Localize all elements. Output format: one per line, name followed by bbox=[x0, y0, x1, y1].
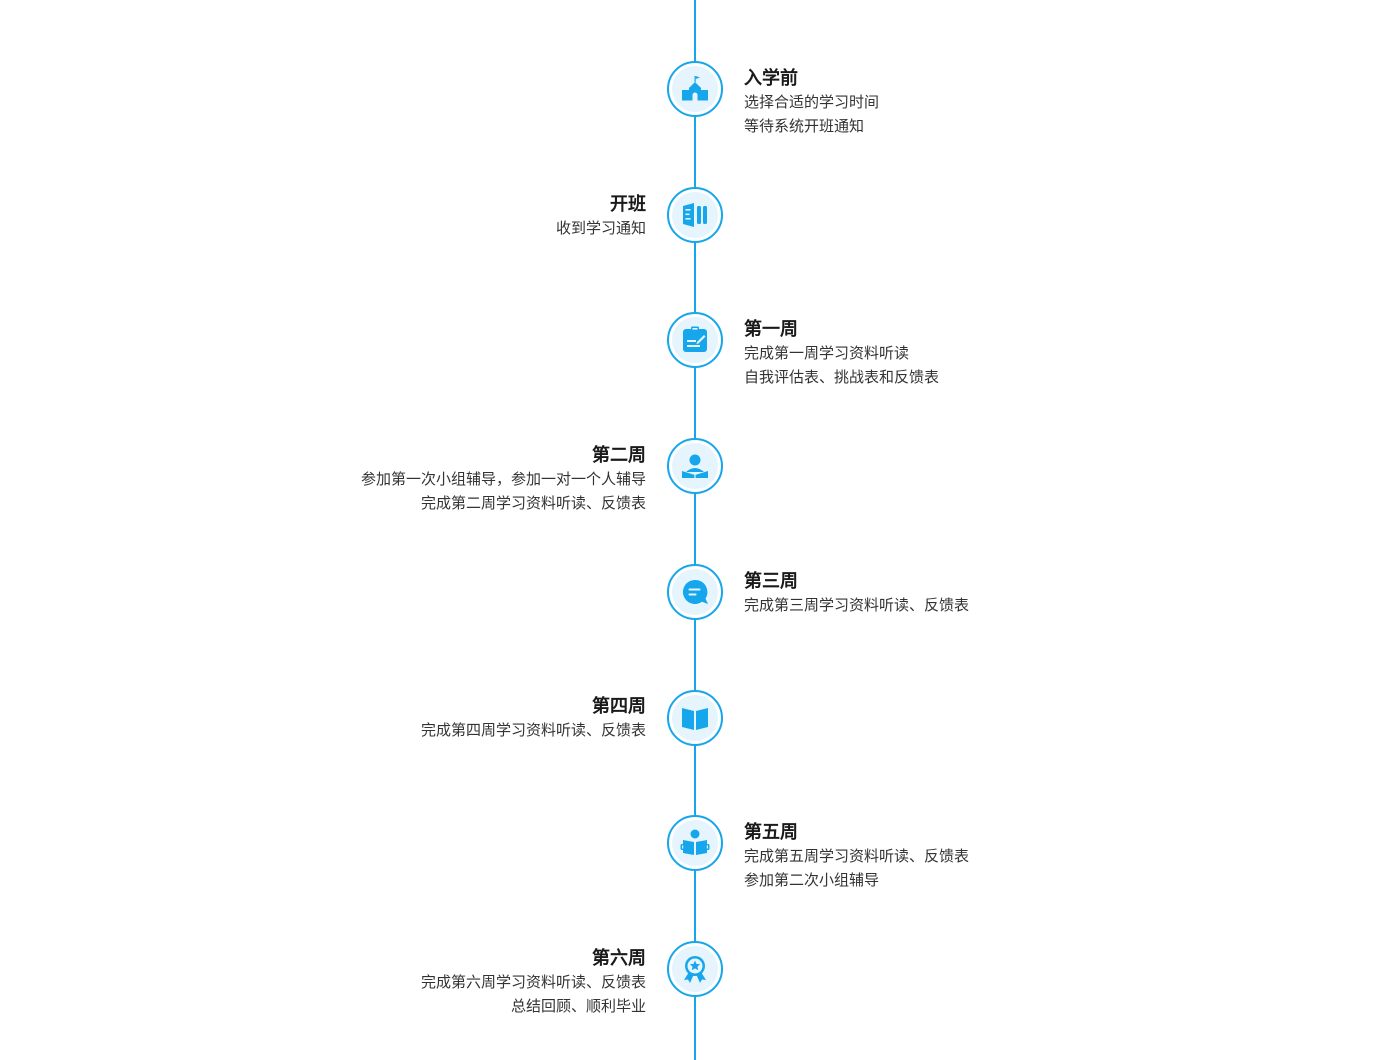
class-open-icon bbox=[683, 203, 707, 227]
chat-bubble-icon bbox=[682, 579, 708, 604]
stage-title: 第四周 bbox=[592, 696, 646, 716]
stage-line: 等待系统开班通知 bbox=[744, 118, 865, 135]
stage-line: 总结回顾、顺利毕业 bbox=[510, 998, 646, 1015]
timeline-node-4 bbox=[667, 564, 723, 620]
stage-line: 完成第六周学习资料听读、反馈表 bbox=[420, 974, 646, 991]
stage-line: 参加第二次小组辅导 bbox=[744, 872, 880, 889]
stage-title: 第二周 bbox=[592, 445, 646, 465]
stage-line: 收到学习通知 bbox=[555, 220, 646, 237]
stage-line: 自我评估表、挑战表和反馈表 bbox=[744, 369, 940, 386]
timeline-node-5 bbox=[667, 690, 723, 746]
stage-line: 完成第四周学习资料听读、反馈表 bbox=[420, 722, 646, 739]
timeline-node-3 bbox=[667, 438, 723, 494]
tutor-icon bbox=[682, 454, 708, 478]
stage-line: 完成第三周学习资料听读、反馈表 bbox=[744, 597, 970, 614]
stage-title: 入学前 bbox=[744, 68, 798, 88]
timeline-node-1 bbox=[667, 187, 723, 243]
timeline-node-7 bbox=[667, 941, 723, 997]
stage-line: 参加第一次小组辅导，参加一对一个人辅导 bbox=[360, 471, 646, 488]
stage-text-5: 第四周 完成第四周学习资料听读、反馈表 bbox=[316, 693, 646, 743]
stage-text-2: 第一周 完成第一周学习资料听读 自我评估表、挑战表和反馈表 bbox=[744, 316, 1074, 390]
stage-text-6: 第五周 完成第五周学习资料听读、反馈表 参加第二次小组辅导 bbox=[744, 819, 1074, 893]
stage-line: 完成第一周学习资料听读 bbox=[744, 345, 910, 362]
school-icon bbox=[682, 76, 708, 101]
reader-icon bbox=[680, 829, 710, 855]
stage-title: 第三周 bbox=[744, 571, 798, 591]
stage-text-4: 第三周 完成第三周学习资料听读、反馈表 bbox=[744, 568, 1074, 618]
timeline-axis bbox=[694, 0, 696, 1060]
timeline-node-2 bbox=[667, 312, 723, 368]
timeline-node-6 bbox=[667, 815, 723, 871]
stage-text-3: 第二周 参加第一次小组辅导，参加一对一个人辅导 完成第二周学习资料听读、反馈表 bbox=[316, 442, 646, 516]
stage-title: 开班 bbox=[610, 194, 646, 214]
stage-text-0: 入学前 选择合适的学习时间 等待系统开班通知 bbox=[744, 65, 1074, 139]
stage-line: 完成第五周学习资料听读、反馈表 bbox=[744, 848, 970, 865]
open-book-icon bbox=[682, 708, 708, 730]
stage-line: 完成第二周学习资料听读、反馈表 bbox=[420, 495, 646, 512]
stage-text-7: 第六周 完成第六周学习资料听读、反馈表 总结回顾、顺利毕业 bbox=[316, 945, 646, 1019]
stage-title: 第六周 bbox=[592, 948, 646, 968]
clipboard-edit-icon bbox=[683, 326, 707, 352]
medal-icon bbox=[684, 956, 706, 983]
stage-text-1: 开班 收到学习通知 bbox=[316, 191, 646, 241]
stage-title: 第五周 bbox=[744, 822, 798, 842]
timeline-node-0 bbox=[667, 61, 723, 117]
stage-title: 第一周 bbox=[744, 319, 798, 339]
stage-line: 选择合适的学习时间 bbox=[744, 94, 880, 111]
